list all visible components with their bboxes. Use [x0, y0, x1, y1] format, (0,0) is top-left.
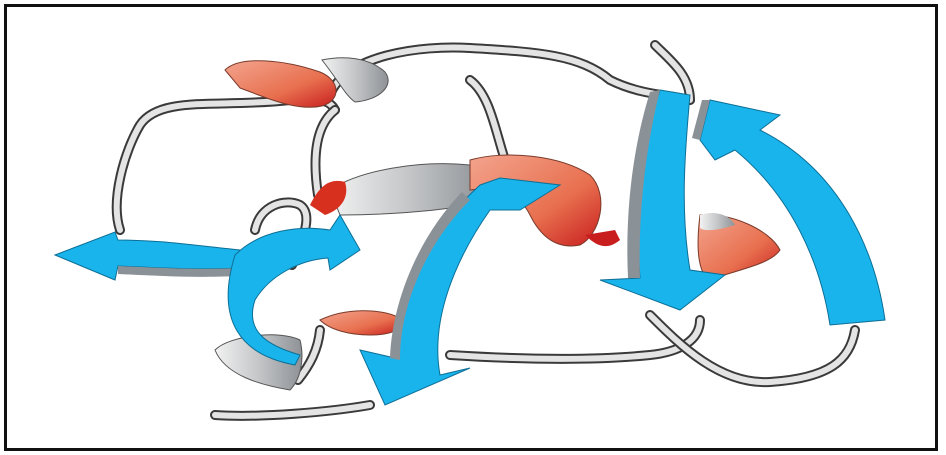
helix-bottom-left-red — [320, 311, 401, 335]
beta-strand-right-up — [700, 100, 885, 325]
